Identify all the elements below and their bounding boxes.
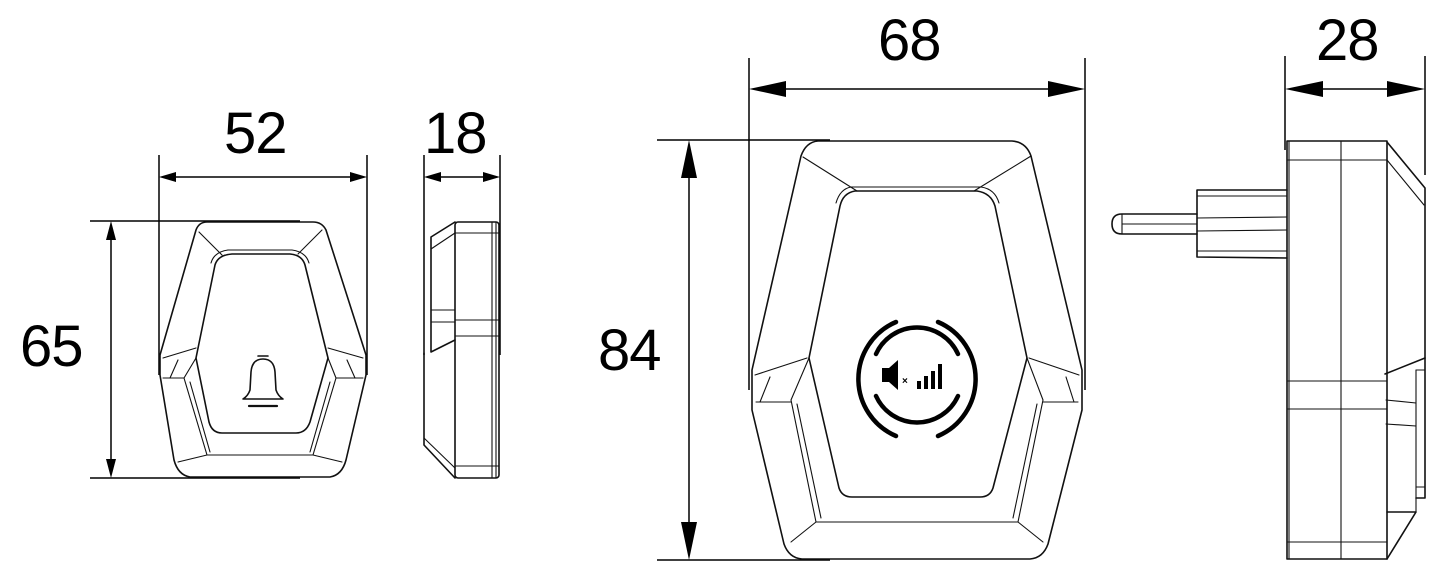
receiver-side-view: [1111, 140, 1426, 560]
button-side-view: [423, 221, 500, 479]
bell-icon: [242, 355, 284, 408]
button-front-view: [159, 221, 367, 478]
receiver-width-label: 68: [878, 8, 942, 73]
receiver-front-view: ×: [751, 140, 1083, 560]
button-width-dimension: [158, 155, 368, 375]
receiver-height-label: 84: [598, 318, 662, 383]
button-depth-label: 18: [424, 101, 488, 166]
receiver-depth-label: 28: [1316, 8, 1380, 73]
button-depth-dimension: [423, 155, 501, 355]
svg-text:×: ×: [902, 376, 908, 387]
mute-volume-level-icon: ×: [856, 319, 978, 439]
receiver-depth-dimension: [1284, 56, 1426, 175]
button-height-label: 65: [20, 314, 84, 379]
receiver-height-dimension: [657, 139, 830, 561]
button-width-label: 52: [224, 101, 288, 166]
receiver-width-dimension: [748, 58, 1086, 390]
plug-pin: [1111, 189, 1288, 259]
button-height-dimension: [90, 220, 300, 479]
